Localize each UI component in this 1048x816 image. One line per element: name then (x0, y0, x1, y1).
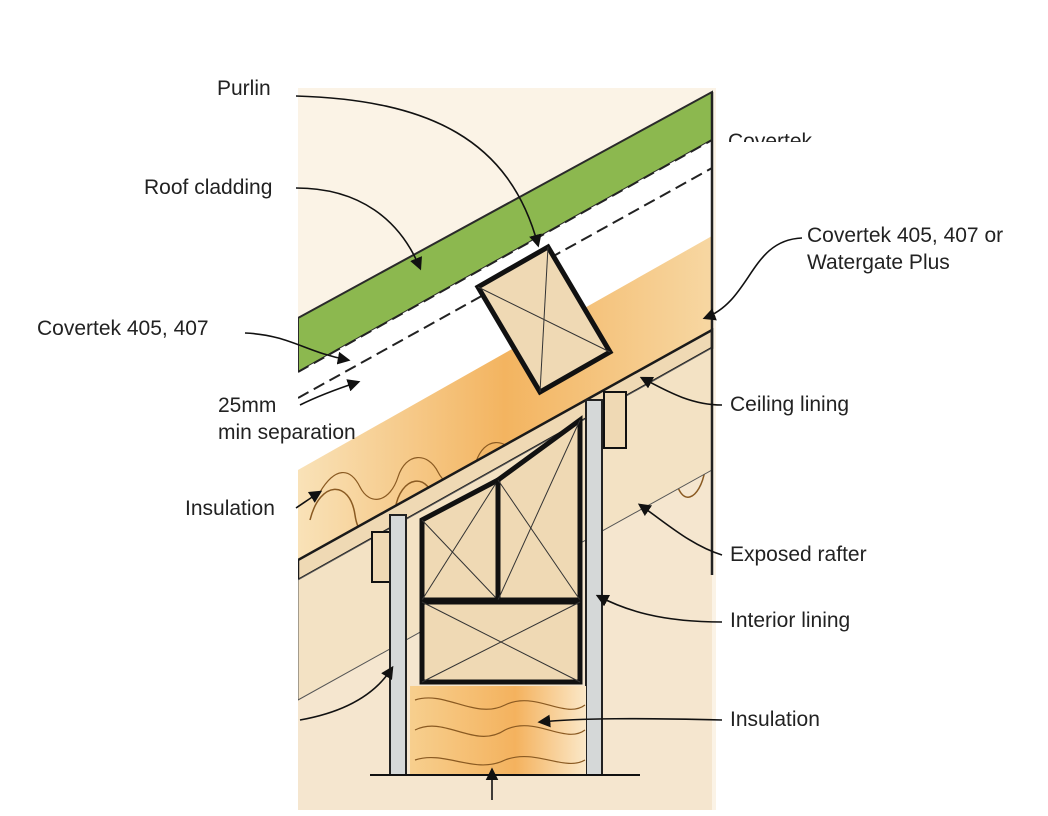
leader-ceiling-lining (639, 376, 723, 406)
leader-separation (299, 379, 361, 406)
label-covertek-405-407: Covertek 405, 407 (37, 317, 209, 340)
leader-purlin (295, 95, 542, 248)
underlay-dashed-line (298, 139, 713, 373)
leader-covertek-or-watergate (702, 237, 803, 321)
leader-roof-cladding (295, 187, 422, 271)
nog-block-2 (603, 391, 627, 449)
sketch-panel (298, 88, 716, 810)
label-interior-lining: Interior lining (730, 609, 851, 632)
roof-insulation (298, 236, 712, 560)
label-purlin: Purlin (217, 77, 271, 100)
label-covertek-or-watergate: Covertek 405, 407 or Watergate Plus (807, 224, 1004, 274)
purlin-block (474, 243, 614, 396)
label-exposed-rafter: Exposed rafter (730, 543, 867, 566)
label-insulation-left: Insulation (185, 497, 275, 520)
label-ceiling-lining: Ceiling lining (730, 393, 850, 416)
label-cut-off-text: Covertek (728, 130, 813, 142)
leader-insulation-right (537, 714, 723, 728)
leader-interior-lining-left (299, 665, 394, 721)
wall-plate (419, 599, 583, 685)
wall-insulation-loops (414, 697, 586, 766)
label-insulation-right: Insulation (730, 708, 820, 731)
leader-interior-lining (595, 594, 723, 623)
interior-lining-left (389, 514, 407, 776)
leader-exposed-rafter (637, 503, 723, 556)
leader-insulation-left (295, 490, 323, 509)
wall-insulation (410, 686, 586, 774)
leader-covertek-405-407 (244, 332, 351, 365)
label-roof-cladding: Roof cladding (144, 176, 273, 199)
leader-lines (244, 95, 803, 800)
top-plate-studs (419, 415, 583, 603)
label-separation: 25mm min separation (218, 394, 356, 444)
